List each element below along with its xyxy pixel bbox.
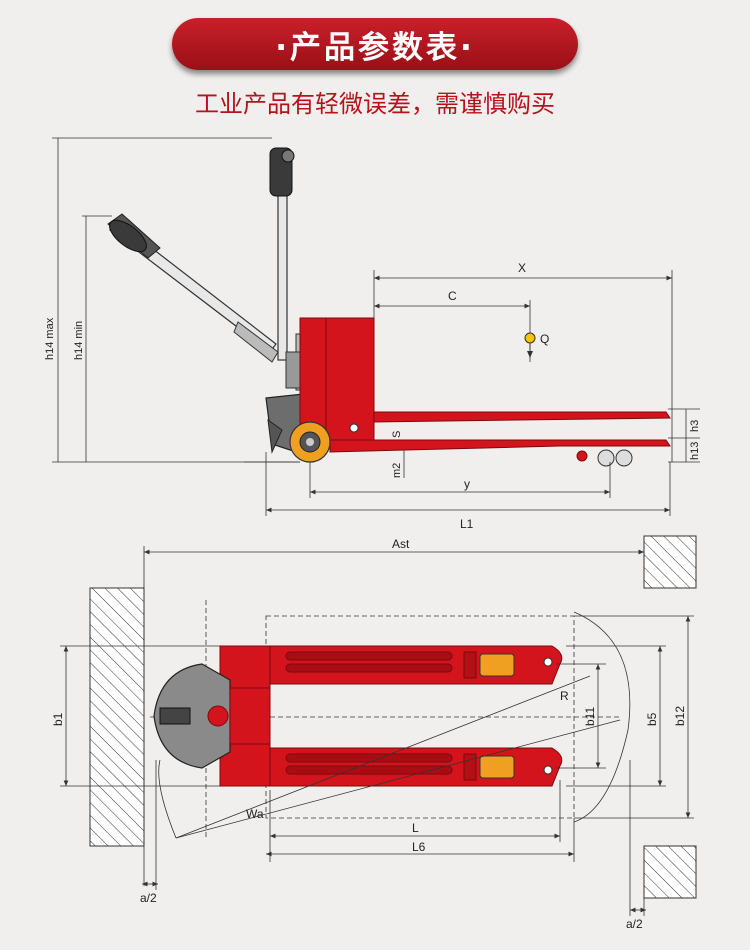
tolerance-note: 工业产品有轻微误差，需谨慎购买: [195, 90, 555, 118]
steering-wheel: [289, 421, 331, 463]
Q-label: Q: [540, 332, 549, 346]
page-title: ·产品参数表·: [275, 29, 475, 66]
h3-label: h3: [689, 420, 701, 432]
b5-label: b5: [645, 712, 659, 726]
h14-max-label: h14 max: [44, 317, 56, 360]
L-label: L: [412, 821, 419, 835]
L6-label: L6: [412, 840, 426, 854]
b11-label: b11: [583, 707, 597, 726]
y-label: y: [464, 477, 470, 491]
C-label: C: [448, 289, 457, 303]
h13-label: h13: [689, 442, 701, 460]
load-wheels: [479, 653, 515, 779]
upright-handle: [269, 147, 295, 361]
title-banner: ·产品参数表·: [172, 18, 578, 70]
h14-min-label: h14 min: [73, 321, 85, 360]
Wa-label: Wa: [246, 807, 264, 821]
S-label: S: [391, 431, 403, 438]
X-label: X: [518, 261, 526, 275]
tilted-handle: [107, 213, 279, 363]
Ast-label: Ast: [392, 537, 410, 551]
m2-label: m2: [391, 463, 403, 478]
bottom-right-hatched-block: [643, 845, 697, 899]
side-view: h14 max h14 min: [44, 137, 701, 531]
top-pump-housing: [153, 663, 271, 769]
a2-right-label: a/2: [626, 917, 643, 931]
R-label: R: [560, 689, 569, 703]
top-view: Ast b1: [51, 535, 697, 931]
b1-label: b1: [51, 712, 65, 726]
a2-left-label: a/2: [140, 891, 157, 905]
top-right-hatched-block: [643, 535, 697, 589]
b12-label: b12: [673, 706, 687, 726]
L1-label: L1: [460, 517, 474, 531]
chassis: [299, 317, 671, 467]
left-hatched-block: [89, 587, 145, 847]
load-center-marker: [524, 332, 536, 358]
